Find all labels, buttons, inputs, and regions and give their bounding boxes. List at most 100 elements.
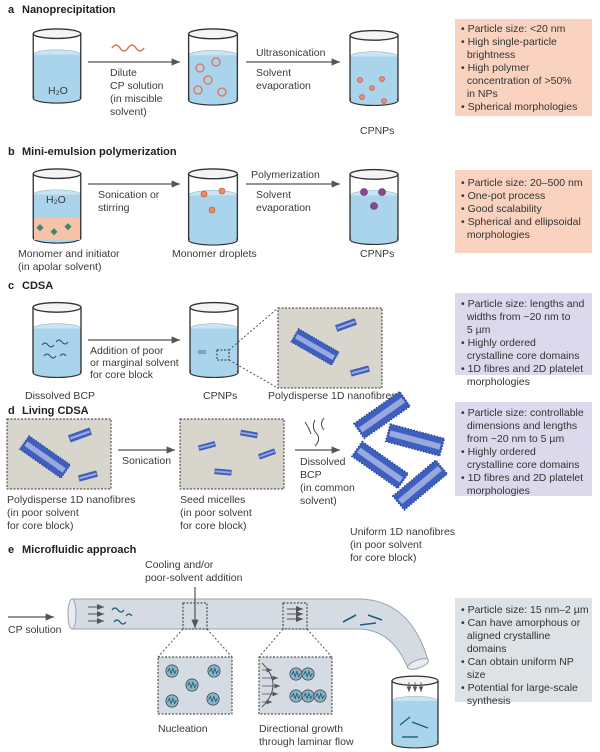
panel-title: Mini-emulsion polymerization [22, 146, 177, 158]
cooling-label: poor-solvent addition [145, 572, 243, 584]
feature: brightness [461, 49, 515, 61]
collected-nanofibres-icon [399, 716, 429, 738]
beaker-caption: (in apolar solvent) [18, 261, 101, 273]
tube-outlet [407, 658, 429, 670]
feature: concentration of >50% [461, 75, 572, 87]
feature: in NPs [461, 88, 498, 100]
panel-a-nanoprecipitation: a Nanoprecipitation H₂O Dilute CP soluti… [8, 4, 592, 137]
nanofibres-in-tube-icon [342, 614, 383, 626]
panel-title: CDSA [22, 280, 53, 292]
beaker-caption: Dissolved BCP [25, 390, 95, 402]
panel-letter: e [8, 544, 14, 556]
feature: • One-pot process [461, 190, 545, 202]
label-line: (in miscible [110, 93, 163, 105]
inset-caption: (in poor solvent [7, 507, 79, 519]
feature: • 1D fibres and 2D platelet [461, 472, 583, 484]
dissolved-bcp-icon [304, 417, 325, 447]
outflow-arrows [406, 682, 424, 692]
feature: widths from ~20 nm to [461, 311, 571, 323]
product-caption: Uniform 1D nanofibres [350, 526, 455, 538]
arrow-label: Solvent [256, 189, 291, 201]
panel-e-microfluidic: e Microfluidic approach Cooling and/or p… [8, 544, 592, 749]
feature: 5 µm [461, 324, 491, 336]
cpnp-particles-icon [360, 188, 386, 210]
feature: domains [461, 643, 507, 655]
feature: • Good scalability [461, 203, 542, 215]
product-label: CPNPs [360, 125, 394, 137]
zoom-line [228, 359, 279, 389]
fibre-icon [198, 350, 206, 354]
beaker-icon [189, 301, 239, 379]
inset-caption: Polydisperse 1D nanofibres [268, 390, 396, 402]
arrow-label: solvent) [300, 495, 337, 507]
beaker-caption: Monomer droplets [172, 248, 257, 260]
flow-arrows-icon [88, 604, 104, 624]
arrow-label: Sonication [122, 455, 171, 467]
panel-c-cdsa: c CDSA Dissolved BCP Addition of poor or… [8, 280, 592, 402]
arrow-label: evaporation [256, 80, 311, 92]
label-line: solvent) [110, 106, 147, 118]
block-copolymer-icon [41, 339, 69, 359]
beaker-icon [32, 301, 82, 379]
zoom-line [228, 307, 279, 351]
feature: • Particle size: <20 nm [461, 23, 566, 35]
label-line: Dilute [110, 67, 137, 79]
inset-caption: Directional growth [259, 723, 343, 735]
beaker-caption: CPNPs [203, 390, 237, 402]
feature: morphologies [461, 229, 530, 241]
arrow-label: BCP [300, 469, 322, 481]
beaker-caption: Monomer and initiator [18, 248, 120, 260]
feature: • Highly ordered [461, 337, 536, 349]
feature: • Can have amorphous or [461, 617, 581, 629]
zoom-region [216, 349, 230, 361]
nanoparticles-icon [357, 76, 387, 104]
inset-caption: for core block) [180, 520, 247, 532]
feature: • Particle size: controllable [461, 407, 584, 419]
beaker-label: H₂O [46, 194, 66, 206]
feature: • High polymer [461, 62, 530, 74]
arrow-label: Solvent [256, 67, 291, 79]
arrow-label: for core block [90, 369, 154, 381]
zoom-lines [157, 628, 333, 658]
input-label: CP solution [8, 624, 62, 636]
monomer-initiator-icon [36, 223, 72, 236]
arrow-top-label: Polymerization [251, 169, 320, 181]
inset-caption: Nucleation [158, 723, 208, 735]
microfluidic-tube [71, 598, 429, 669]
features-box [455, 19, 592, 116]
arrow-label: evaporation [256, 202, 311, 214]
arrow-label: Addition of poor [90, 345, 164, 357]
panel-title: Nanoprecipitation [22, 4, 116, 16]
features-box [455, 293, 592, 375]
feature: synthesis [461, 695, 511, 707]
feature: • Potential for large-scale [461, 682, 578, 694]
feature: • High single-particle [461, 36, 557, 48]
feature: morphologies [461, 485, 530, 497]
tube-inlet [67, 598, 77, 630]
directional-growth-inset [258, 656, 333, 715]
polymer-coils-icon [193, 57, 227, 97]
arrow-top-label: Ultrasonication [256, 47, 326, 59]
uniform-nanofibre-icon [384, 423, 446, 457]
panel-d-living-cdsa: d Living CDSA Sonication Dissolved BCP (… [6, 390, 592, 564]
panel-title: Living CDSA [22, 405, 89, 417]
feature: crystalline core domains [461, 459, 579, 471]
zoom-region [182, 602, 208, 630]
product-caption: (in poor solvent [350, 539, 422, 551]
feature: • 1D fibres and 2D platelet [461, 363, 583, 375]
feature: • Particle size: 20–500 nm [461, 177, 583, 189]
polymer-chain-icon [111, 44, 145, 52]
feature: • Highly ordered [461, 446, 536, 458]
uniform-nanofibre-icon [351, 440, 409, 490]
panel-letter: d [8, 405, 15, 417]
arrow-label: (in common [300, 482, 355, 494]
features-list: • Particle size: <20 nm • High single-pa… [461, 23, 577, 113]
beaker-icon [349, 29, 399, 107]
laminar-arrows-icon [287, 606, 303, 622]
inset-caption: through laminar flow [259, 736, 354, 748]
arrow-label: Dilute CP solution (in miscible solvent) [110, 67, 164, 118]
feature: size [461, 669, 486, 681]
arrow-label: stirring [98, 202, 130, 214]
feature: • Can obtain uniform NP [461, 656, 574, 668]
